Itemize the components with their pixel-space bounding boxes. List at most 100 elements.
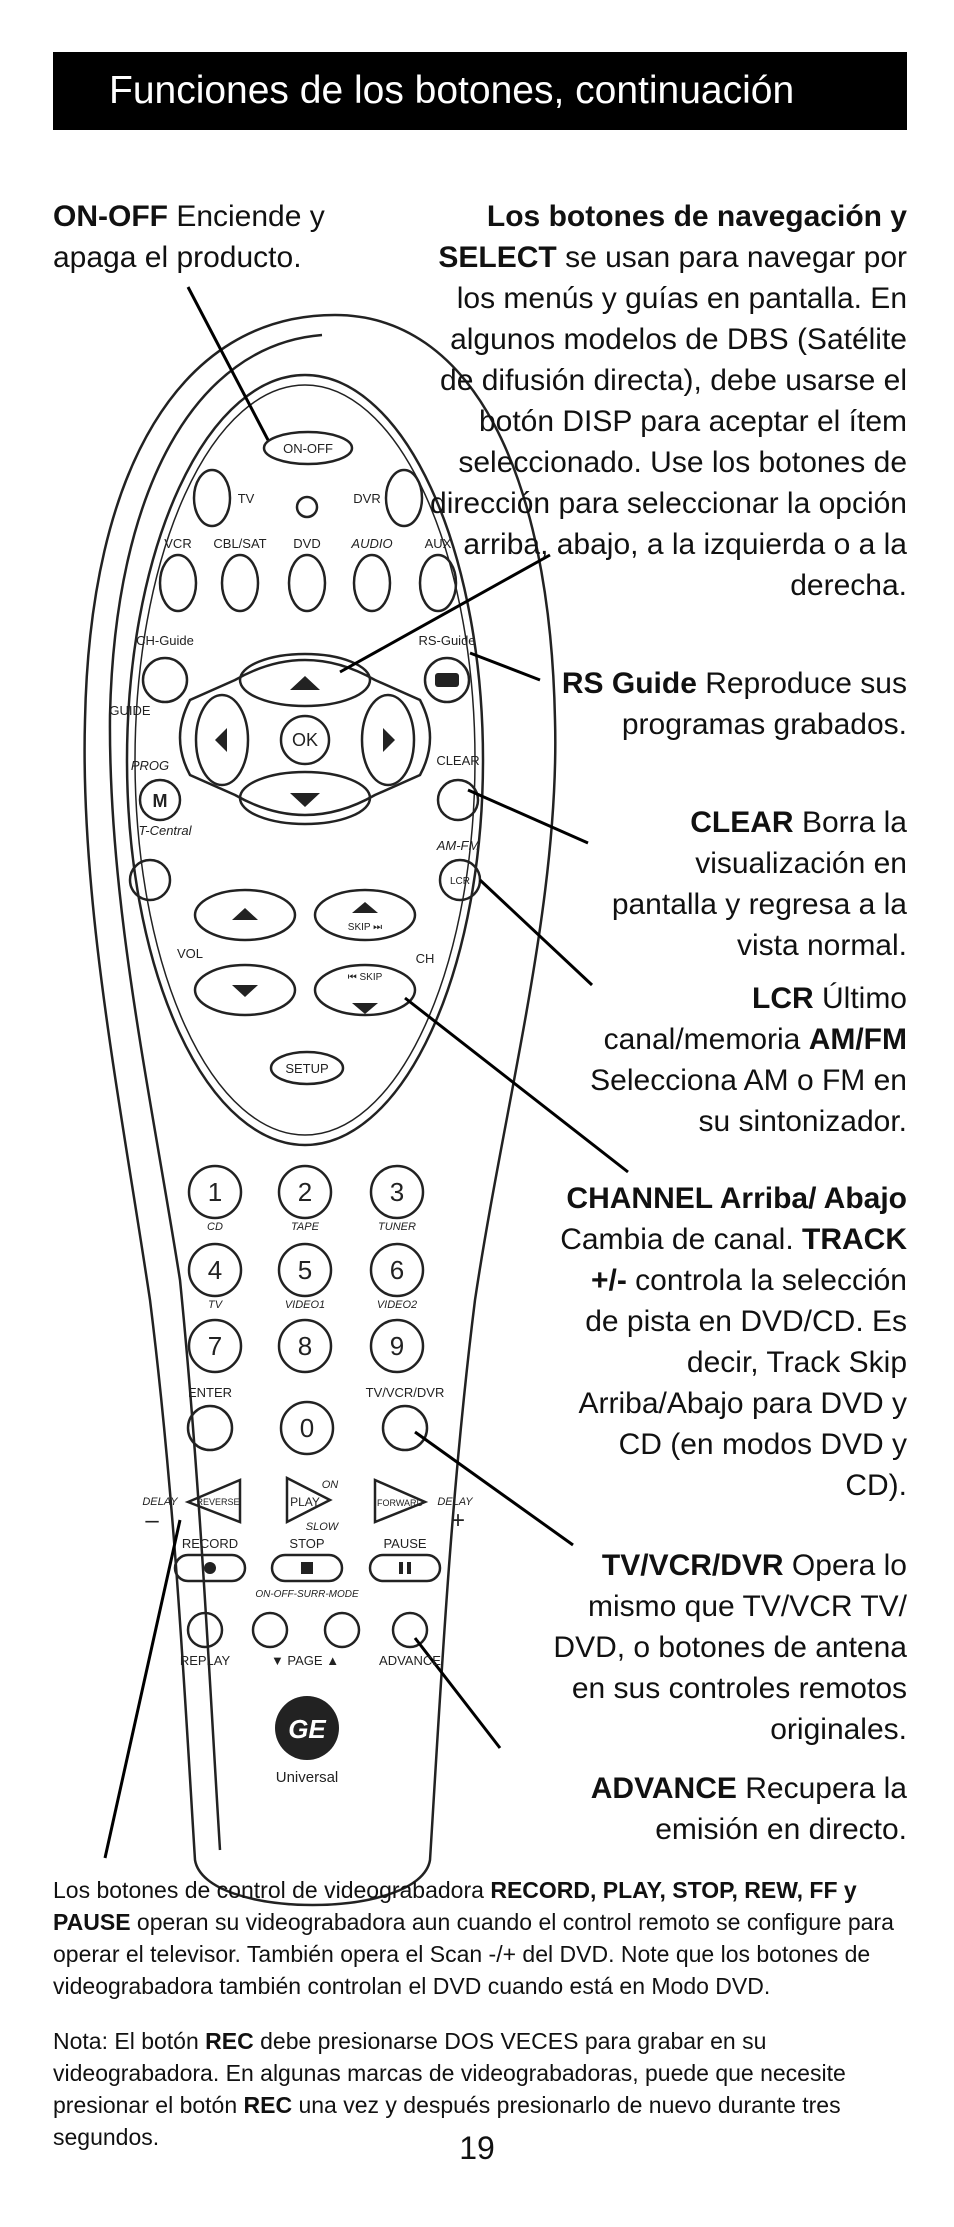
svg-text:CLEAR: CLEAR	[436, 753, 479, 768]
remote-body	[83, 313, 557, 1907]
svg-text:TUNER: TUNER	[378, 1221, 416, 1233]
chguide-button	[141, 656, 189, 704]
pointer-vcr	[103, 1519, 182, 1859]
m-button	[138, 778, 182, 822]
note-vcr-buttons: Los botones de control de videograbadora…	[53, 1877, 894, 1999]
enter-button	[186, 1404, 234, 1452]
svg-text:2: 2	[298, 1177, 312, 1207]
tvvcrdvr-button	[381, 1404, 429, 1452]
svg-text:DELAY: DELAY	[437, 1496, 473, 1508]
digit-6-button	[369, 1242, 425, 1298]
svg-text:SLOW: SLOW	[306, 1521, 340, 1533]
record-dot	[204, 1562, 216, 1574]
dvr-button	[384, 468, 424, 528]
audio-button	[352, 553, 392, 613]
callout-rsguide: RS Guide Reproduce sus programas grabado…	[561, 667, 907, 741]
mute-button	[128, 858, 172, 902]
svg-text:M: M	[153, 791, 168, 811]
svg-text:6: 6	[390, 1255, 404, 1285]
svg-text:0: 0	[300, 1413, 314, 1443]
svg-text:SETUP: SETUP	[285, 1061, 328, 1076]
stop-button	[270, 1553, 344, 1583]
svg-text:PLAY: PLAY	[290, 1495, 320, 1509]
svg-text:VOL: VOL	[177, 946, 203, 961]
svg-text:AM-FM: AM-FM	[436, 838, 480, 853]
cblsat-button	[220, 553, 260, 613]
pointer-advance	[413, 1637, 502, 1749]
page-down-button	[251, 1611, 289, 1649]
svg-text:+: +	[451, 1507, 465, 1534]
svg-text:CD: CD	[207, 1221, 223, 1233]
record-button	[173, 1553, 247, 1583]
dvd-button	[287, 553, 327, 613]
pointer-channel	[404, 996, 629, 1174]
svg-text:ENTER: ENTER	[188, 1385, 232, 1400]
svg-text:REPLAY: REPLAY	[180, 1653, 231, 1668]
setup-button	[269, 1050, 345, 1086]
page-number: 19	[459, 2130, 495, 2166]
svg-text:TV/VCR/DVR: TV/VCR/DVR	[366, 1385, 445, 1400]
svg-text:DVD: DVD	[293, 536, 320, 551]
svg-text:AUX: AUX	[425, 536, 452, 551]
upper-panel	[125, 373, 485, 1147]
svg-text:9: 9	[390, 1331, 404, 1361]
svg-text:STOP: STOP	[289, 1536, 324, 1551]
header-title: Funciones de los botones, continuación	[109, 69, 795, 112]
nav-down-button	[238, 770, 372, 826]
callout-clear: CLEAR Borra la visualización en pantalla…	[611, 806, 907, 962]
svg-text:LCR: LCR	[450, 876, 470, 887]
svg-text:8: 8	[298, 1331, 312, 1361]
rsguide-button	[423, 656, 471, 704]
remote-body-inner	[108, 333, 323, 1851]
onoff-label: ON-OFF	[283, 441, 333, 456]
digit-1-button	[187, 1164, 243, 1220]
power-led	[295, 495, 319, 519]
svg-text:⏮ SKIP: ⏮ SKIP	[348, 972, 383, 983]
svg-text:CH-Guide: CH-Guide	[136, 633, 194, 648]
vol-down-button	[193, 963, 297, 1017]
svg-text:TV: TV	[208, 1299, 224, 1311]
page-header: Funciones de los botones, continuación	[53, 52, 907, 130]
svg-text:RECORD: RECORD	[182, 1536, 238, 1551]
tv-button	[192, 468, 232, 528]
callout-channel: CHANNEL Arriba/ Abajo Cambia de canal. T…	[560, 1182, 907, 1502]
digit-3-button	[369, 1164, 425, 1220]
svg-text:VIDEO1: VIDEO1	[285, 1299, 325, 1311]
nav-pad	[178, 658, 432, 817]
pointer-lcr	[478, 878, 594, 987]
pointer-tvvcr	[414, 1430, 574, 1547]
svg-text:T-Central: T-Central	[139, 823, 193, 838]
svg-text:VIDEO2: VIDEO2	[377, 1299, 417, 1311]
pointer-onoff	[186, 286, 270, 441]
note-rec: Nota: El botón REC debe presionarse DOS …	[53, 2028, 846, 2150]
callout-onoff: ON-OFF Enciende y apaga el producto.	[53, 200, 325, 274]
svg-text:PROG: PROG	[131, 758, 169, 773]
nav-right-button	[360, 693, 416, 787]
forward-button	[373, 1478, 429, 1524]
svg-text:DELAY: DELAY	[142, 1496, 178, 1508]
ok-button	[279, 714, 331, 766]
callout-lcr: LCR Último canal/memoria AM/FM Seleccion…	[590, 982, 907, 1138]
digit-5-button	[277, 1242, 333, 1298]
clear-button	[436, 778, 480, 822]
digit-2-button	[277, 1164, 333, 1220]
svg-text:RS-Guide: RS-Guide	[418, 633, 475, 648]
onoff-button	[262, 430, 354, 466]
page-up-button	[323, 1611, 361, 1649]
digit-0-button	[279, 1400, 335, 1456]
svg-text:1: 1	[208, 1177, 222, 1207]
svg-text:5: 5	[298, 1255, 312, 1285]
svg-text:REVERSE: REVERSE	[196, 1497, 239, 1507]
stop-square	[301, 1562, 313, 1574]
digit-4-button	[187, 1242, 243, 1298]
svg-text:Universal: Universal	[276, 1769, 339, 1786]
ge-logo	[275, 1696, 339, 1760]
svg-text:PAUSE: PAUSE	[383, 1536, 426, 1551]
callout-advance: ADVANCE Recupera la emisión en directo.	[590, 1772, 907, 1846]
svg-text:GUIDE: GUIDE	[109, 703, 151, 718]
rsguide-icon	[435, 673, 459, 687]
svg-text:GE: GE	[288, 1714, 326, 1744]
svg-text:▼ PAGE ▲: ▼ PAGE ▲	[271, 1653, 339, 1668]
nav-left-arrow	[215, 728, 227, 752]
